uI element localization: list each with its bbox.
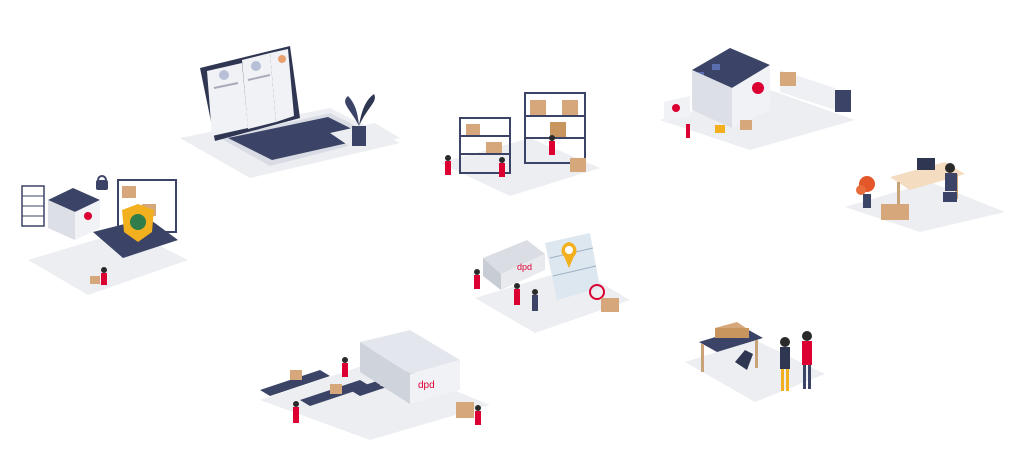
depot-trucks-scene [660,48,855,150]
warehouse-shelves-icon [440,92,600,196]
truck-logo-text: dpd [418,380,435,391]
office-desk-icon [845,158,1005,232]
parcel-tracking-scene: dpd [474,233,630,333]
recruitment-laptop-scene [180,46,400,178]
map-pin-tracking-icon: dpd [474,233,630,333]
sorting-conveyor-scene: dpd [260,330,490,440]
conveyor-belt-icon: dpd [260,330,490,440]
van-logo-text: dpd [517,262,532,272]
secure-warehouse-scene [21,175,188,295]
parcel-handover-scene [685,322,825,402]
remote-office-scene [845,158,1005,232]
potted-plant-icon [330,94,400,150]
distribution-depot-icon [660,48,855,150]
security-shield-icon [21,175,188,295]
warehouse-racking-scene [440,92,600,196]
handshake-icon [685,322,825,402]
laptop-with-candidate-profiles-icon [180,46,400,178]
